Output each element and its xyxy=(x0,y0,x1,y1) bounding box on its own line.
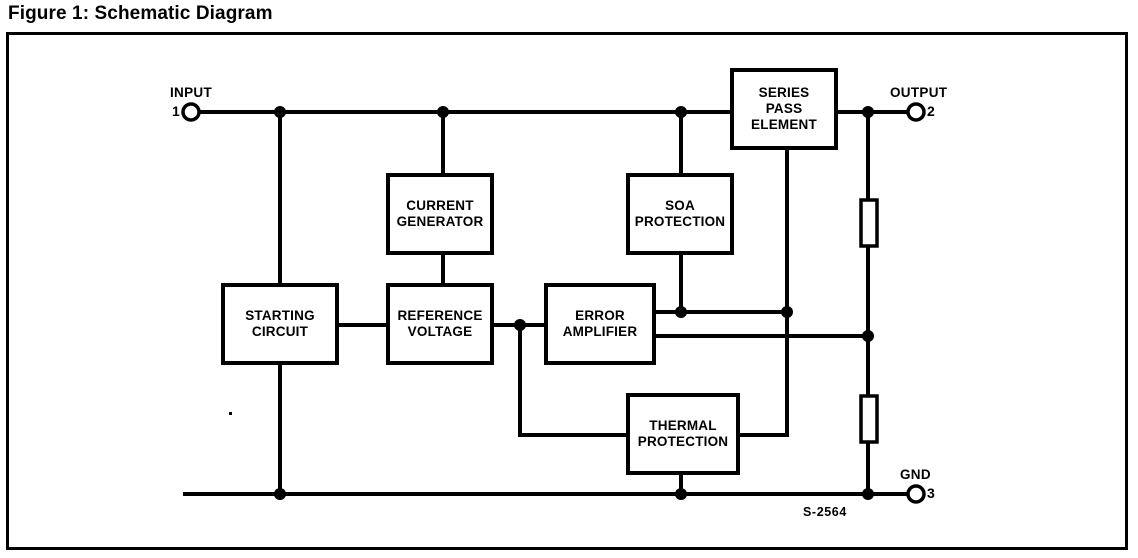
block-current-generator[interactable]: CURRENT GENERATOR xyxy=(386,173,494,255)
terminal-input-circle xyxy=(181,102,201,122)
block-starting-circuit-label: STARTING CIRCUIT xyxy=(245,308,315,339)
print-speck xyxy=(229,412,232,415)
block-series-pass-element-label: SERIES PASS ELEMENT xyxy=(751,85,817,132)
junction-ground-starting-circuit xyxy=(274,488,286,500)
junction-input-starting-circuit xyxy=(274,106,286,118)
junction-soa-output-node xyxy=(675,306,687,318)
junction-ground-thermal xyxy=(675,488,687,500)
junction-output-node xyxy=(862,106,874,118)
block-reference-voltage[interactable]: REFERENCE VOLTAGE xyxy=(386,283,494,365)
block-soa-protection[interactable]: SOA PROTECTION xyxy=(626,173,734,255)
upper-divider-resistor xyxy=(859,198,879,248)
block-error-amplifier-label: ERROR AMPLIFIER xyxy=(562,308,638,339)
junction-dots xyxy=(274,106,874,500)
terminal-gnd-label: GND xyxy=(900,467,931,482)
block-reference-voltage-label: REFERENCE VOLTAGE xyxy=(397,308,483,339)
lower-divider-resistor xyxy=(859,394,879,444)
terminal-input-pin: 1 xyxy=(172,103,180,119)
junction-ground-divider xyxy=(862,488,874,500)
block-soa-protection-label: SOA PROTECTION xyxy=(634,198,726,229)
block-current-generator-label: CURRENT GENERATOR xyxy=(396,198,484,229)
junction-reference-error-node xyxy=(514,319,526,331)
terminal-output-circle xyxy=(906,102,926,122)
terminal-gnd-circle xyxy=(906,484,926,504)
part-code: S-2564 xyxy=(803,505,847,519)
junction-control-rail-node xyxy=(781,306,793,318)
block-series-pass-element[interactable]: SERIES PASS ELEMENT xyxy=(730,68,838,150)
block-starting-circuit[interactable]: STARTING CIRCUIT xyxy=(221,283,339,365)
junction-divider-tap-node xyxy=(862,330,874,342)
block-thermal-protection-label: THERMAL PROTECTION xyxy=(637,418,729,449)
terminal-gnd-pin: 3 xyxy=(927,485,935,501)
terminal-output-pin: 2 xyxy=(927,103,935,119)
page-title: Figure 1: Schematic Diagram xyxy=(8,3,273,24)
block-thermal-protection[interactable]: THERMAL PROTECTION xyxy=(626,393,740,475)
terminal-circles xyxy=(181,102,926,504)
resistor-bodies xyxy=(859,198,879,444)
terminal-input-label: INPUT xyxy=(170,85,212,100)
junction-input-current-generator xyxy=(437,106,449,118)
block-error-amplifier[interactable]: ERROR AMPLIFIER xyxy=(544,283,656,365)
terminal-output-label: OUTPUT xyxy=(890,85,948,100)
junction-input-soa xyxy=(675,106,687,118)
